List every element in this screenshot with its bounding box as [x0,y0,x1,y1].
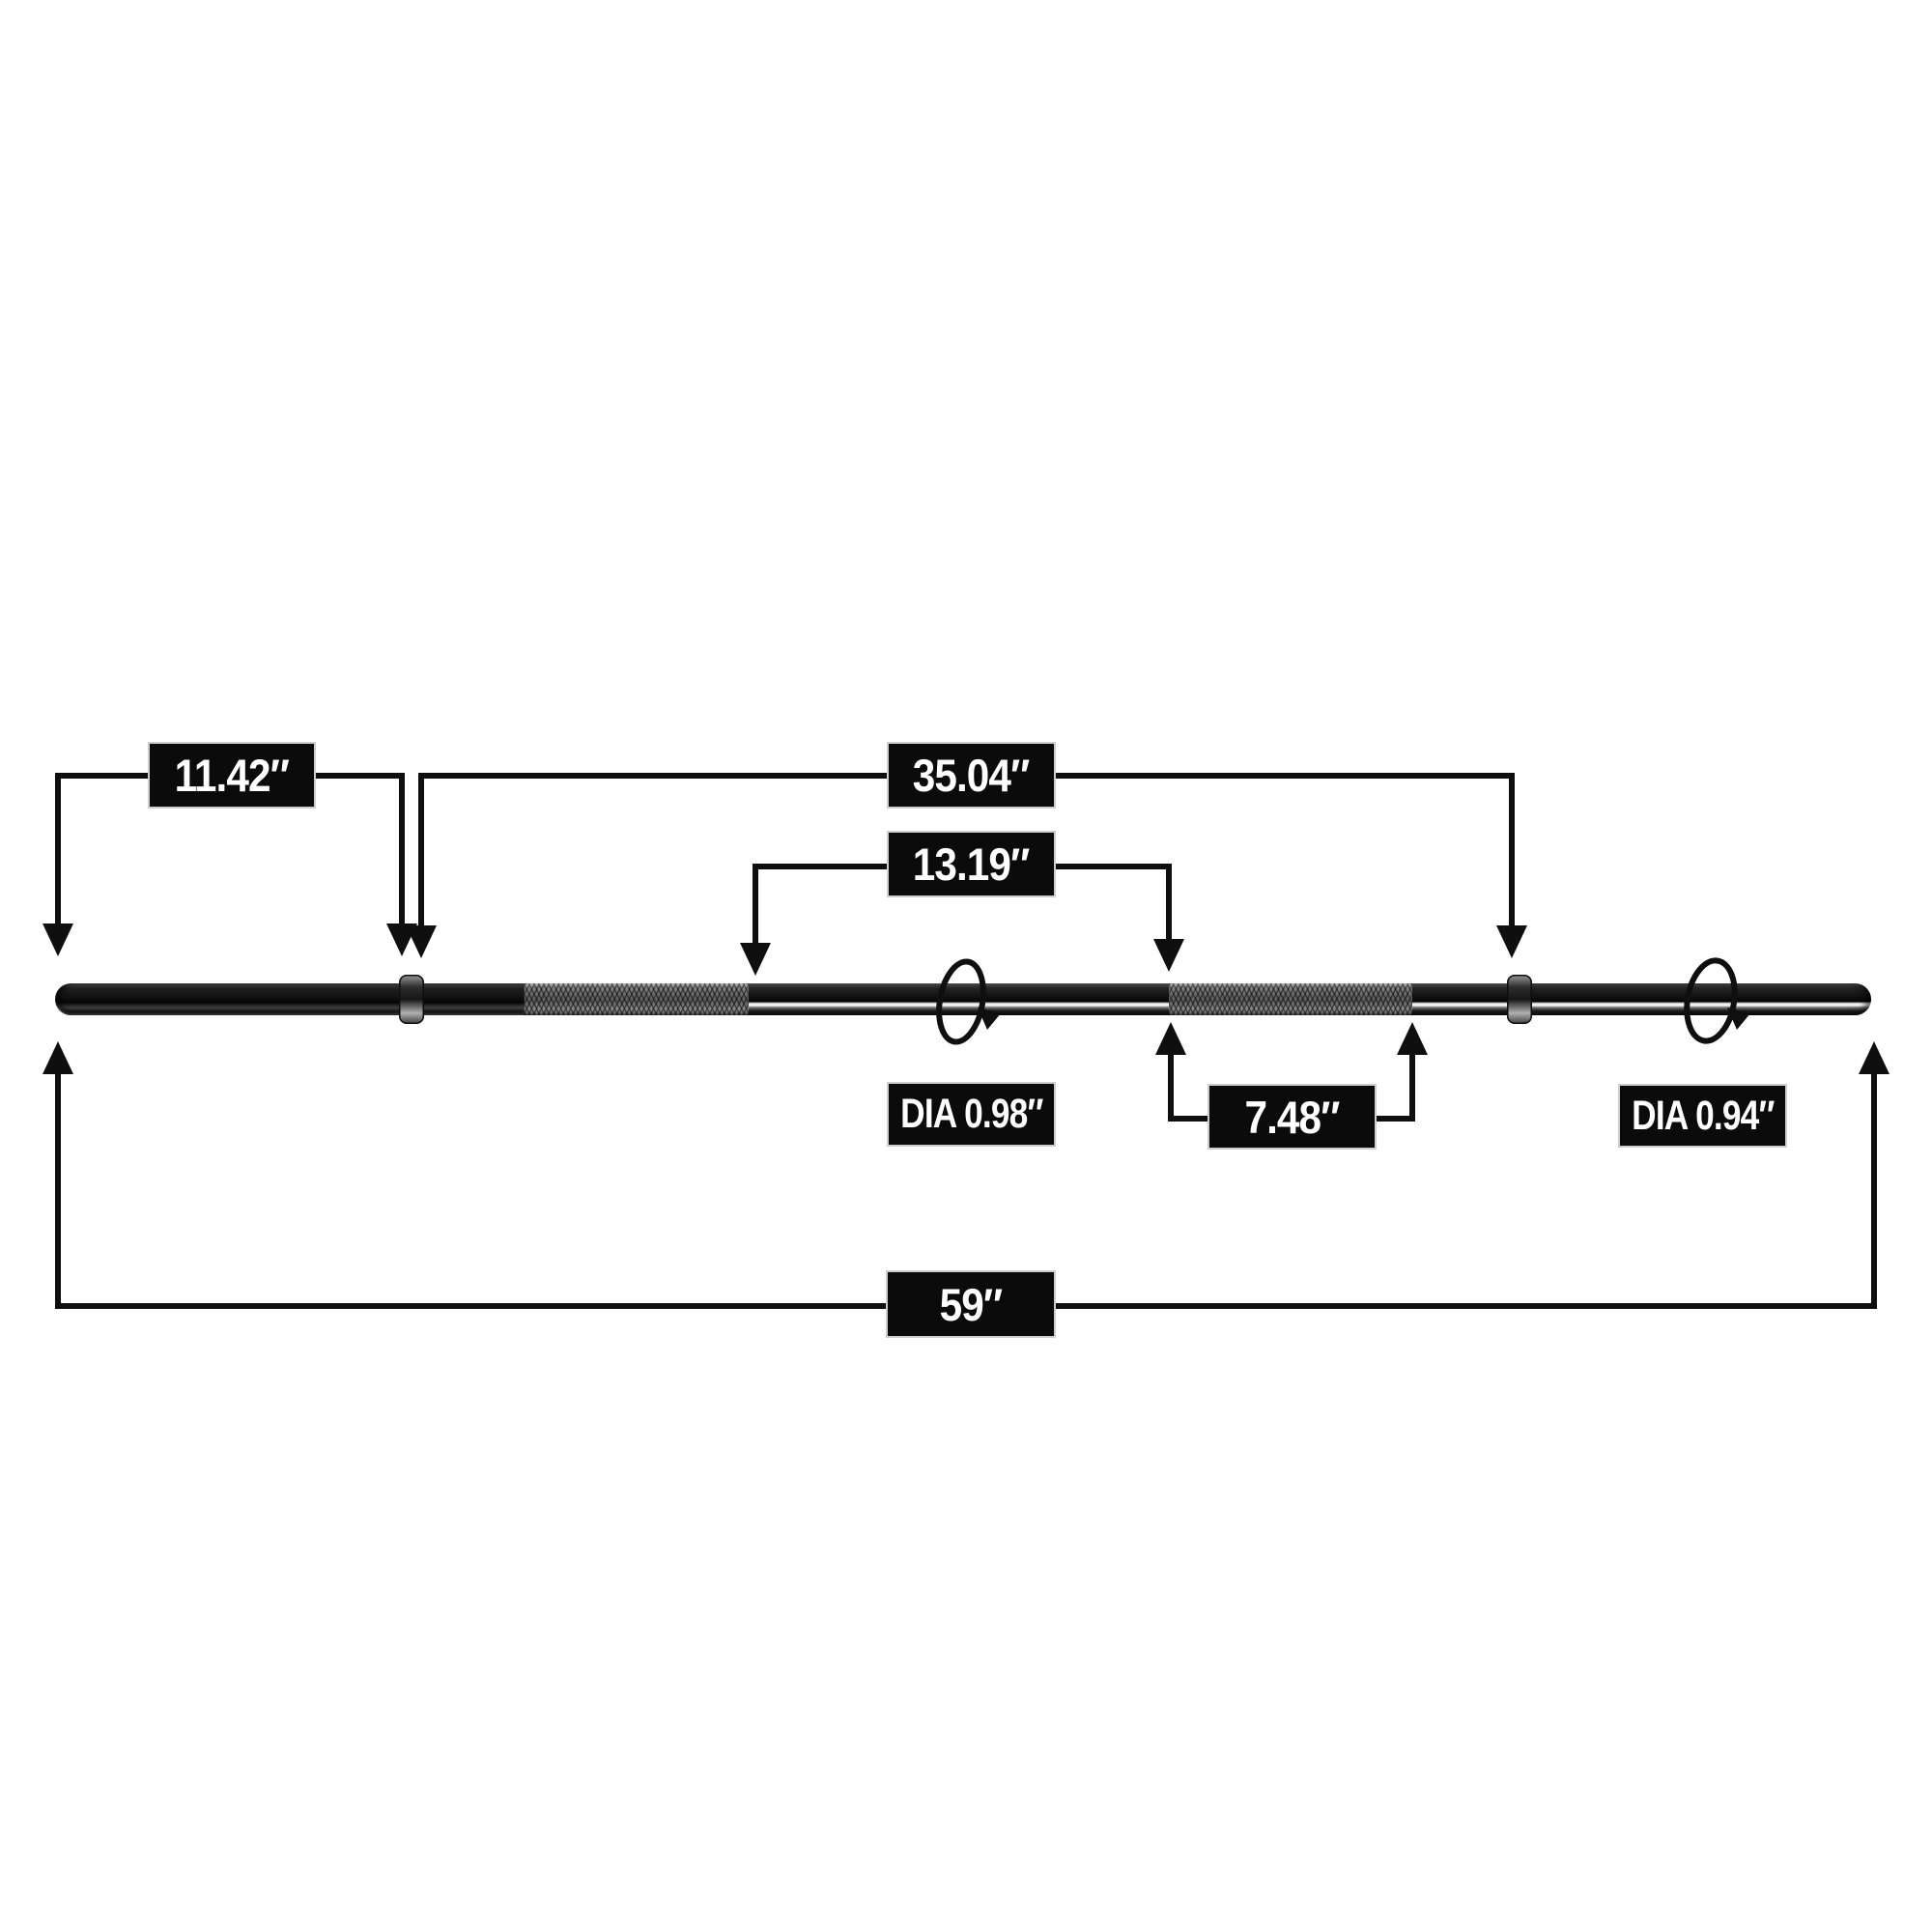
dim-label-13-19: 13.19″ [887,831,1056,897]
bar-collar-left [399,975,424,1024]
dim-value-35-04: 35.04″ [913,750,1031,801]
dim-label-59: 59″ [886,1270,1056,1338]
dim-value-dia-0-98: DIA 0.98″ [899,1091,1043,1137]
dim-label-35-04: 35.04″ [887,742,1056,809]
bar-collar-right [1507,975,1532,1024]
dim-value-59: 59″ [939,1278,1004,1330]
dim-value-11-42: 11.42″ [174,750,290,801]
dim-label-dia-0-94: DIA 0.94″ [1618,1084,1787,1148]
diameter-ellipse-right [1684,957,1750,1044]
arrow-down-icon [1496,925,1527,958]
knurl-grip-right [1169,983,1412,1015]
dim-value-7-48: 7.48″ [1244,1091,1340,1143]
dim-value-dia-0-94: DIA 0.94″ [1631,1092,1775,1139]
knurl-grip-left [525,983,749,1015]
dim-label-7-48: 7.48″ [1208,1084,1377,1150]
arrow-down-icon [43,923,73,956]
arrow-up-icon [1155,1022,1186,1055]
arrow-down-icon [1153,939,1184,972]
bar-left-section [55,983,525,1015]
arrow-up-icon [43,1041,73,1074]
dim-value-13-19: 13.19″ [913,838,1031,890]
arrow-down-icon [740,943,771,976]
arrow-down-icon [406,925,437,958]
rotation-arrow-icon [978,1008,1001,1030]
arrow-up-icon [1859,1041,1889,1074]
diameter-ellipse-left [936,958,1001,1045]
arrow-up-icon [1397,1022,1428,1055]
rotation-arrow-icon [1727,1008,1750,1030]
dim-label-11-42: 11.42″ [148,742,316,809]
dim-label-dia-0-98: DIA 0.98″ [887,1082,1056,1147]
